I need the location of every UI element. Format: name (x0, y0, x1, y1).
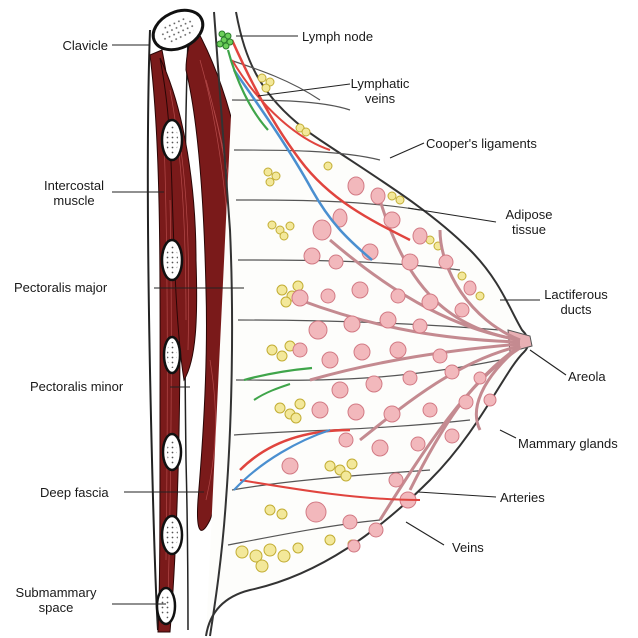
label-adipose-tissue-line2: tissue (512, 222, 546, 237)
lymph-node (217, 31, 233, 49)
label-submammary-space-line1: Submammary (16, 585, 97, 600)
label-adipose-tissue-line1: Adipose (506, 207, 553, 222)
label-lymphatic-veins-line1: Lymphatic (351, 76, 410, 91)
label-deep-fascia: Deep fascia (40, 485, 109, 500)
label-pectoralis-minor: Pectoralis minor (30, 379, 123, 394)
label-intercostal-muscle-line1: Intercostal (44, 178, 104, 193)
label-lactiferous-ducts-line2: ducts (560, 302, 591, 317)
label-lymph-node: Lymph node (302, 29, 373, 44)
label-submammary-space-line2: space (39, 600, 74, 615)
label-mammary-glands: Mammary glands (518, 436, 618, 451)
label-lymphatic-veins-line2: veins (365, 91, 395, 106)
label-veins: Veins (452, 540, 484, 555)
label-lactiferous-ducts: Lactiferous ducts (534, 287, 618, 317)
label-coopers-ligaments: Cooper's ligaments (426, 136, 537, 151)
label-pectoralis-major: Pectoralis major (14, 280, 107, 295)
label-lymphatic-veins: Lymphatic veins (340, 76, 420, 106)
label-intercostal-muscle: Intercostal muscle (34, 178, 114, 208)
label-intercostal-muscle-line2: muscle (53, 193, 94, 208)
label-clavicle: Clavicle (20, 38, 108, 53)
label-lactiferous-ducts-line1: Lactiferous (544, 287, 608, 302)
label-arteries: Arteries (500, 490, 545, 505)
label-submammary-space: Submammary space (8, 585, 104, 615)
label-areola: Areola (568, 369, 606, 384)
label-adipose-tissue: Adipose tissue (492, 207, 566, 237)
